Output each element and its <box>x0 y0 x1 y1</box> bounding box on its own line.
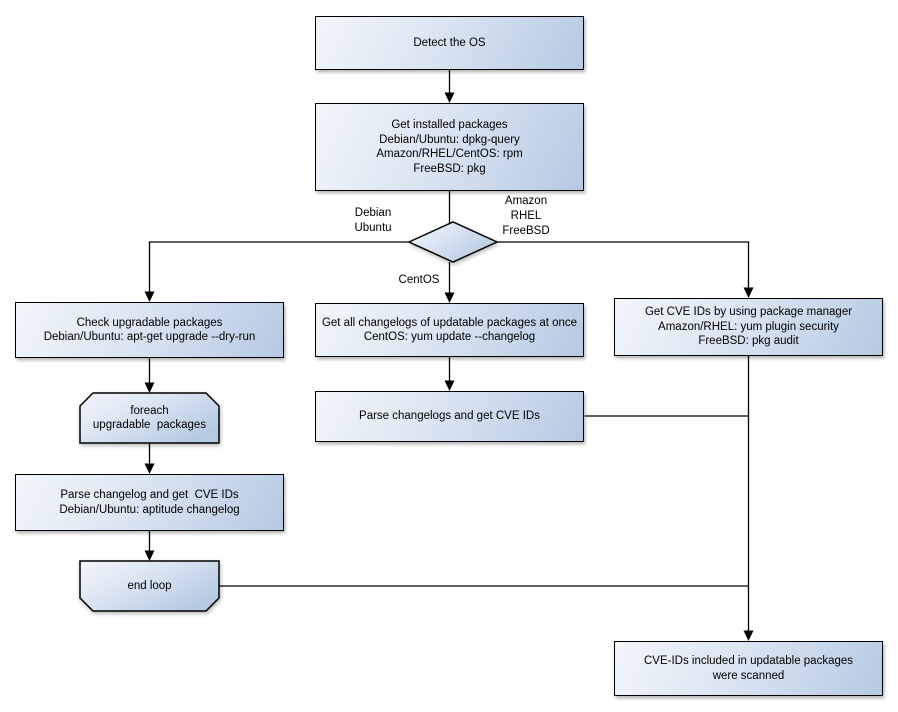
node-label: Check upgradable packages Debian/Ubuntu:… <box>43 316 256 344</box>
node-parse-changelog-aptitude: Parse changelog and get CVE IDs Debian/U… <box>15 474 284 531</box>
node-label: Parse changelog and get CVE IDs Debian/U… <box>59 489 240 516</box>
node-label: CVE-IDs included in updatable packages w… <box>643 655 854 682</box>
edge-label-centos: CentOS <box>398 274 440 286</box>
decision-os-diamond <box>407 221 499 263</box>
arrowhead <box>444 380 455 391</box>
arrowhead <box>444 292 455 303</box>
node-cve-ids-scanned: CVE-IDs included in updatable packages w… <box>614 641 883 696</box>
node-label: foreach upgradable packages <box>92 404 207 432</box>
node-get-installed-packages: Get installed packages Debian/Ubuntu: dp… <box>315 103 584 191</box>
connector-decision-to-check-upgradable <box>148 241 409 292</box>
node-parse-changelogs-get-cve-ids: Parse changelogs and get CVE IDs <box>315 391 584 442</box>
edge-label-debian-ubuntu: Debian Ubuntu <box>354 207 392 234</box>
arrowhead <box>444 92 455 103</box>
node-detect-os: Detect the OS <box>315 16 584 70</box>
arrowhead <box>144 463 155 474</box>
node-label: Get CVE IDs by using package manager Ama… <box>644 306 853 348</box>
node-foreach-upgradable-packages: foreach upgradable packages <box>80 393 219 443</box>
node-label: Parse changelogs and get CVE IDs <box>359 410 540 423</box>
loop-end-shape <box>79 560 220 612</box>
arrowhead <box>144 382 155 393</box>
node-label: end loop <box>127 579 172 592</box>
arrowhead <box>743 287 754 298</box>
node-label: Get installed packages Debian/Ubuntu: dp… <box>376 119 523 175</box>
node-label: Get all changelogs of updatable packages… <box>321 316 578 344</box>
connector-decision-to-get-cve-ids <box>497 241 750 288</box>
node-end-loop: end loop <box>80 561 219 611</box>
loop-start-shape <box>79 392 220 444</box>
arrowhead <box>743 630 754 641</box>
node-label: Detect the OS <box>413 36 486 49</box>
node-check-upgradable-packages: Check upgradable packages Debian/Ubuntu:… <box>15 302 284 358</box>
node-get-cve-ids-package-manager: Get CVE IDs by using package manager Ama… <box>614 298 883 356</box>
arrowhead <box>144 291 155 302</box>
connector-lines <box>148 70 750 631</box>
arrowheads <box>144 92 754 641</box>
arrowhead <box>144 550 155 561</box>
node-get-all-changelogs: Get all changelogs of updatable packages… <box>315 303 584 357</box>
edge-label-amazon-rhel-freebsd: Amazon RHEL FreeBSD <box>502 195 550 237</box>
